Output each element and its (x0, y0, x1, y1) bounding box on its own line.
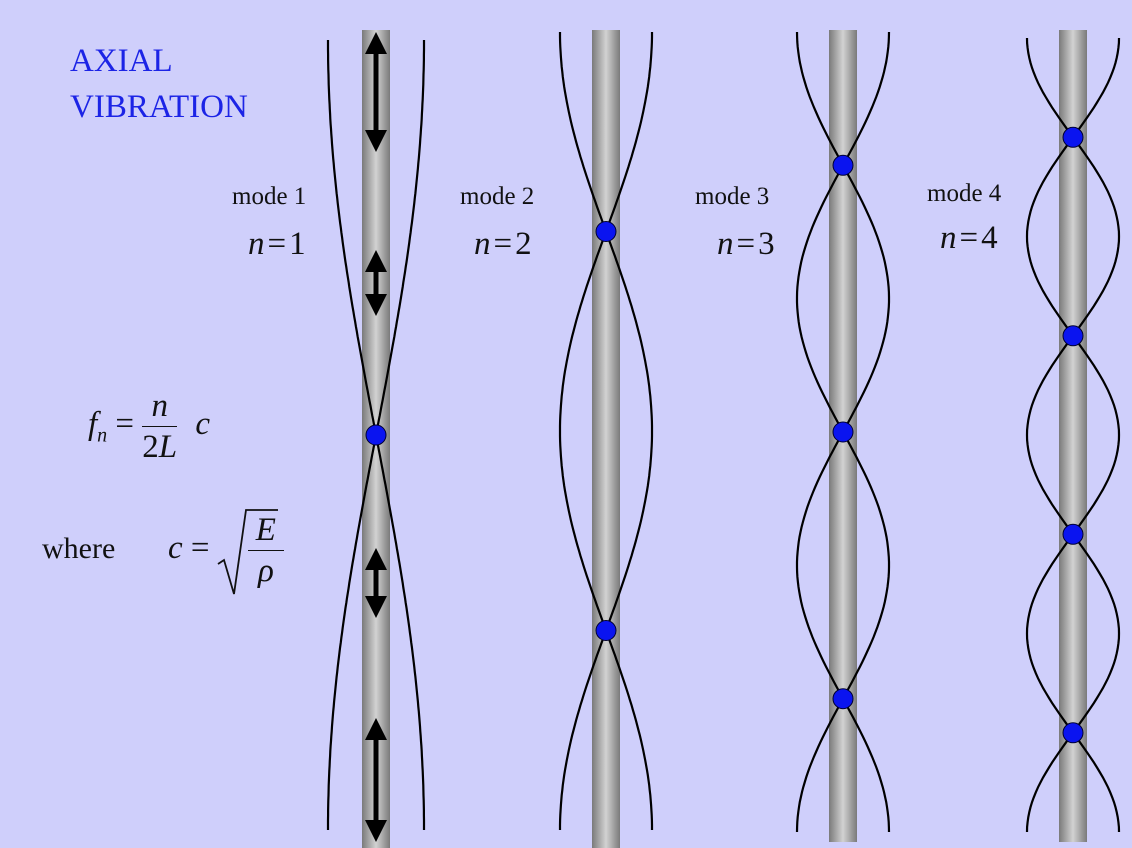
mode-3-label: mode 3 (695, 183, 770, 210)
nodal-points (365, 126, 1084, 744)
node-point (1062, 523, 1084, 545)
title-line-1: AXIAL (70, 43, 173, 79)
formula-subscript: n (97, 424, 108, 447)
formula-fraction: n 2L (142, 386, 178, 467)
mode-1-n-label: n=1 (248, 226, 306, 262)
sqrt-denominator: ρ (248, 551, 284, 591)
sqrt-numerator: E (247, 510, 284, 551)
double-arrow-icon (365, 32, 387, 152)
node-point (832, 688, 854, 710)
n-variable: n (717, 226, 734, 262)
mode-4-shape-curve (1025, 37, 1121, 833)
where-c: c (168, 530, 183, 567)
n-variable: n (248, 226, 265, 262)
mode-4-shape-curve (1025, 37, 1121, 833)
mode-2-shape-curve (558, 32, 654, 830)
node-point (365, 424, 387, 446)
formula-c: c (195, 406, 211, 443)
mode-2-shape-curve (558, 32, 654, 830)
node-point (595, 620, 617, 641)
mode-1-label: mode 1 (232, 183, 307, 210)
n-value: 3 (758, 226, 775, 262)
formula-equals: = (115, 406, 135, 443)
radical-sign-icon (217, 509, 278, 595)
formula-denominator: 2L (142, 427, 177, 467)
wave-speed-formula: c = E ρ (168, 509, 284, 595)
rod-mode-4 (1059, 30, 1087, 842)
node-point (832, 154, 854, 176)
node-point (1062, 722, 1084, 744)
mode-shape-curves (326, 31, 1121, 833)
n-variable: n (940, 220, 957, 256)
den-number: 2 (142, 429, 159, 465)
double-arrow-icon (365, 250, 387, 316)
mode-3-n-label: n=3 (717, 226, 775, 262)
diagram-title: AXIAL VIBRATION (70, 38, 248, 130)
title-line-2: VIBRATION (70, 89, 248, 125)
n-variable: n (474, 226, 491, 262)
where-equals: = (190, 530, 210, 567)
double-arrow-icon (365, 548, 387, 618)
square-root: E ρ (217, 509, 284, 595)
rod-mode-2 (592, 30, 620, 848)
mode-4-label: mode 4 (927, 180, 1002, 207)
node-point (1062, 325, 1084, 347)
sqrt-fraction: E ρ (247, 510, 284, 591)
formula-f: f (88, 406, 98, 443)
double-arrow-icon (365, 718, 387, 842)
n-value: 2 (515, 226, 532, 262)
mode-2-n-label: n=2 (474, 226, 532, 262)
n-value: 4 (981, 220, 998, 256)
rho-symbol: ρ (257, 553, 274, 589)
where-word: where (42, 532, 116, 565)
displacement-arrows (365, 32, 387, 842)
n-value: 1 (289, 226, 306, 262)
node-point (832, 421, 854, 443)
node-point (595, 221, 617, 242)
mode-2-label: mode 2 (460, 183, 535, 210)
node-point (1062, 126, 1084, 148)
frequency-formula: fn = n 2L c (88, 386, 210, 467)
mode-4-n-label: n=4 (940, 220, 998, 256)
den-variable: L (158, 429, 178, 465)
formula-numerator: n (142, 386, 178, 427)
